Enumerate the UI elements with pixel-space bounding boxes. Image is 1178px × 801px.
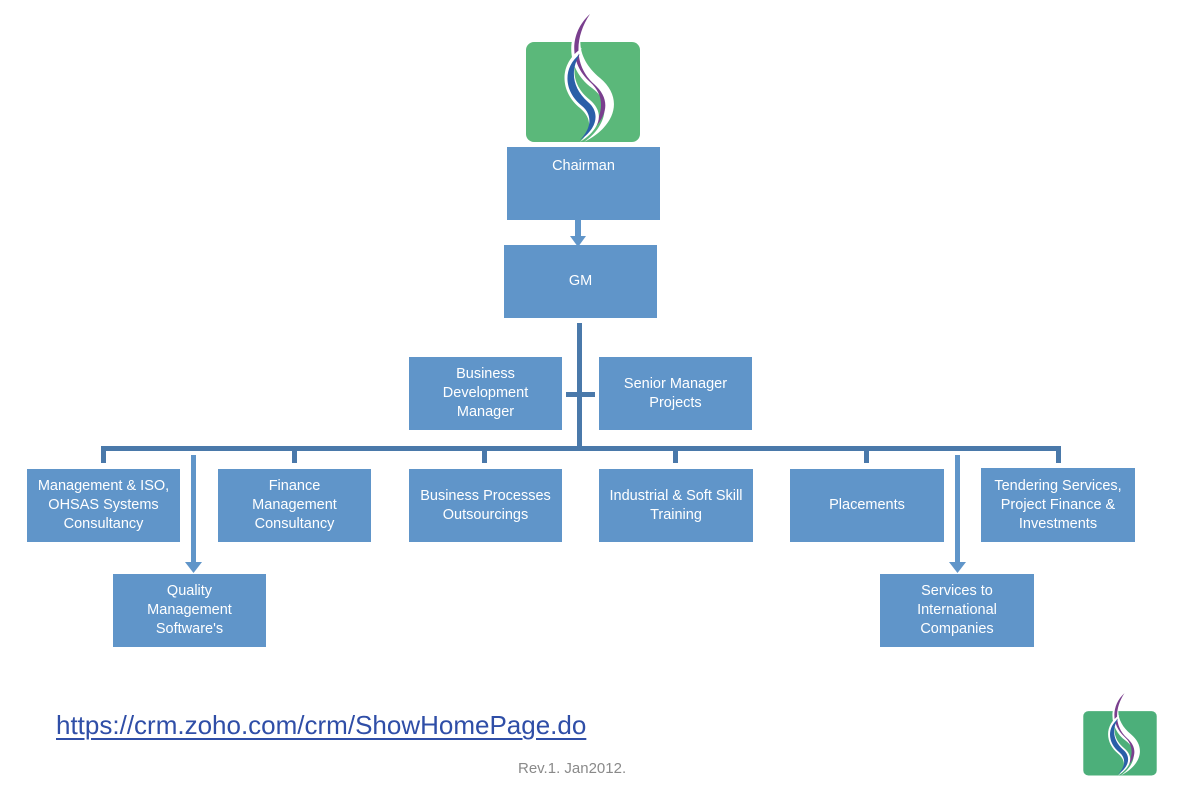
- services-international-connector: [955, 455, 960, 567]
- arrow-down-icon: [570, 236, 586, 247]
- division-box[interactable]: Placements: [790, 469, 944, 542]
- chairman-box[interactable]: Chairman: [507, 147, 660, 220]
- division-label: Finance Management Consultancy: [252, 478, 337, 532]
- division-box[interactable]: Industrial & Soft Skill Training: [599, 469, 753, 542]
- revision-label: Rev.1. Jan2012.: [518, 760, 627, 777]
- division-drop-connector: [864, 446, 869, 463]
- gm-trunk-connector: [577, 323, 582, 449]
- division-drop-connector: [101, 446, 106, 463]
- division-drop-connector: [673, 446, 678, 463]
- business-development-manager-box[interactable]: Business Development Manager: [409, 357, 562, 430]
- division-drop-connector: [482, 446, 487, 463]
- staff-connector: [566, 392, 595, 397]
- quality-management-software-label: Quality Management Software's: [147, 583, 232, 637]
- division-box[interactable]: Finance Management Consultancy: [218, 469, 371, 542]
- business-development-manager-label: Business Development Manager: [442, 366, 529, 420]
- arrow-down-icon: [949, 562, 966, 573]
- company-logo: [526, 10, 640, 142]
- division-label: Tendering Services, Project Finance & In…: [994, 477, 1122, 532]
- division-box[interactable]: Tendering Services, Project Finance & In…: [981, 468, 1135, 542]
- crm-link[interactable]: https://crm.zoho.com/crm/ShowHomePage.do: [56, 710, 587, 740]
- division-box[interactable]: Business Processes Outsourcings: [409, 469, 562, 542]
- division-box[interactable]: Management & ISO, OHSAS Systems Consulta…: [27, 469, 180, 542]
- quality-management-software-box[interactable]: Quality Management Software's: [113, 574, 266, 647]
- division-label: Placements: [829, 497, 905, 513]
- division-drop-connector: [292, 446, 297, 463]
- division-label: Business Processes Outsourcings: [420, 487, 551, 523]
- division-bus-connector: [101, 446, 1061, 451]
- division-drop-connector: [1056, 446, 1061, 463]
- services-international-box[interactable]: Services to International Companies: [880, 574, 1034, 647]
- arrow-down-icon: [185, 562, 202, 573]
- chairman-gm-connector: [575, 220, 581, 240]
- quality-software-connector: [191, 455, 196, 567]
- gm-label: GM: [568, 273, 593, 289]
- division-label: Industrial & Soft Skill Training: [609, 487, 743, 523]
- chairman-label: Chairman: [552, 158, 615, 174]
- company-logo-small: [1083, 690, 1157, 776]
- senior-manager-projects-label: Senior Manager Projects: [623, 375, 728, 411]
- division-label: Management & ISO, OHSAS Systems Consulta…: [37, 478, 170, 532]
- senior-manager-projects-box[interactable]: Senior Manager Projects: [599, 357, 752, 430]
- services-international-label: Services to International Companies: [917, 583, 997, 637]
- gm-box[interactable]: GM: [504, 245, 657, 318]
